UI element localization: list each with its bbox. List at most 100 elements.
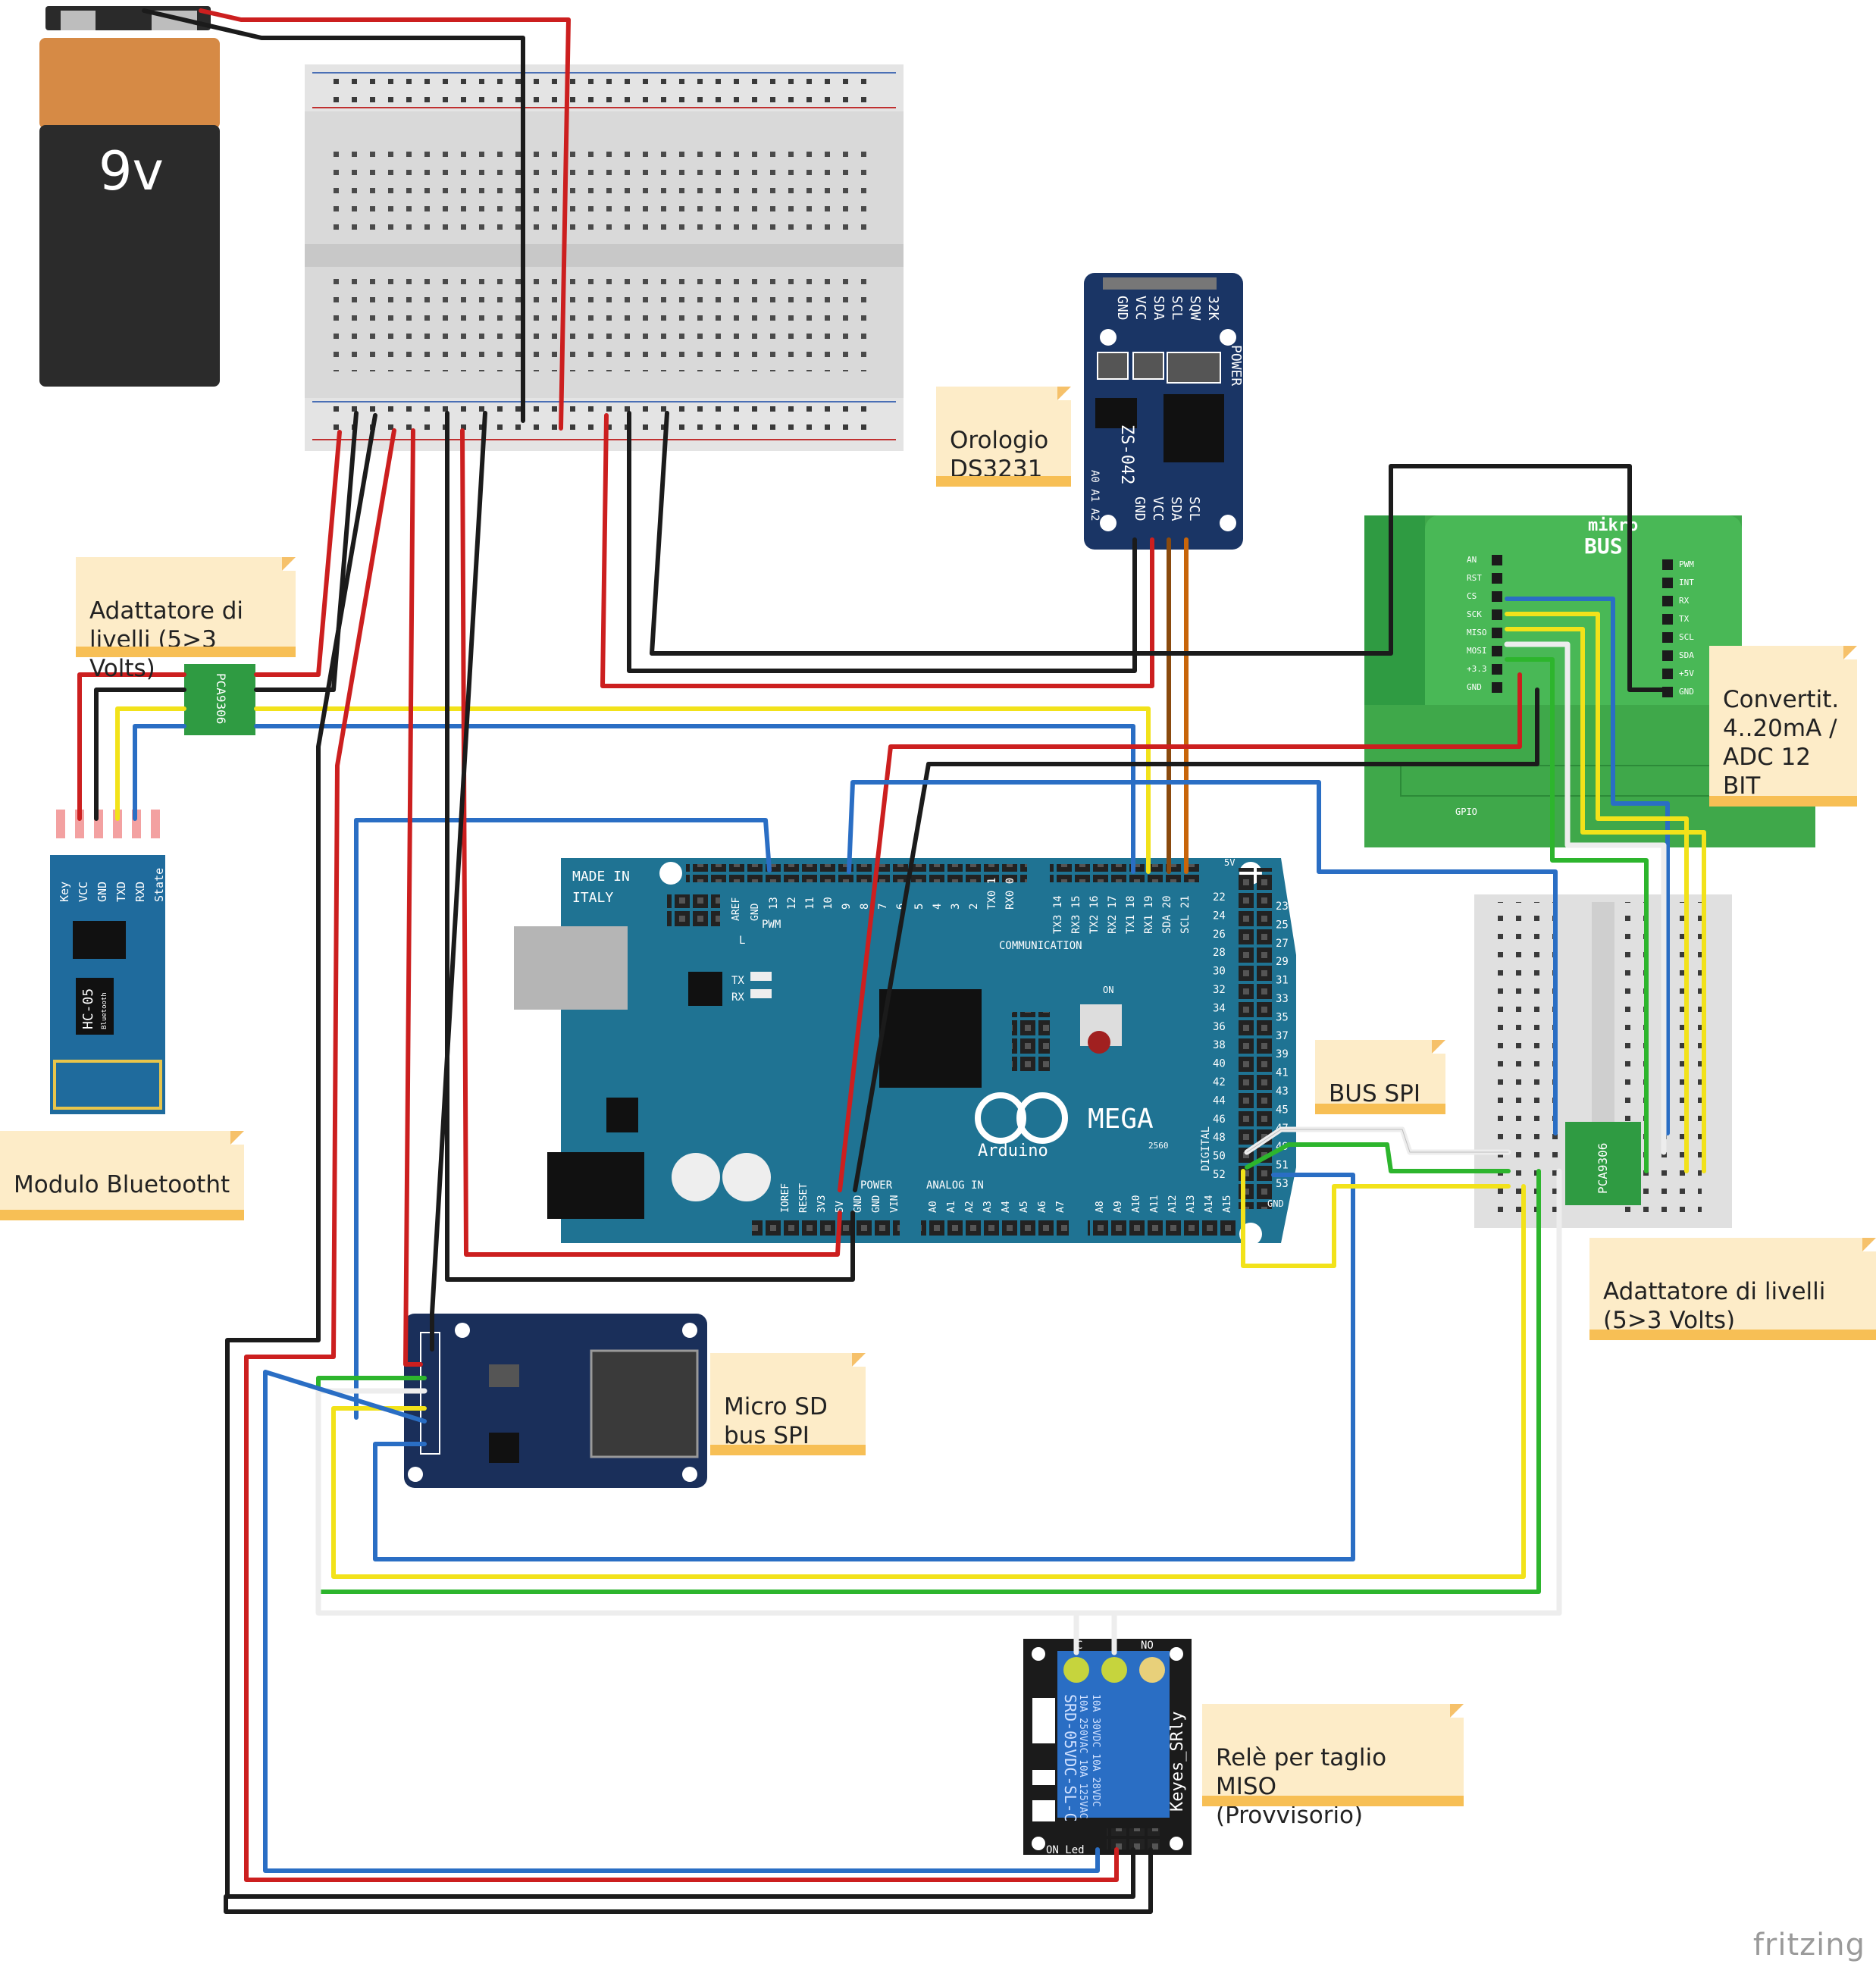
mikrobus-pin <box>1662 669 1673 679</box>
mikrobus-pin <box>1662 578 1673 588</box>
arduino-pin-label: GND <box>853 1195 864 1213</box>
rtc-pin-label: SCL <box>1186 496 1202 522</box>
note-band <box>936 476 1071 487</box>
note-bluetooth-text: Modulo Bluetootht <box>14 1171 230 1198</box>
bt-model: HC-05 <box>80 988 96 1029</box>
note-fold <box>1843 646 1857 659</box>
mikrobus-pin-label: GND <box>1679 687 1694 697</box>
breadboard-main <box>305 64 904 451</box>
arduino-pin-label: 39 <box>1276 1048 1289 1060</box>
arduino-pin-label: 3 <box>950 904 962 910</box>
battery-label: 9v <box>99 140 164 202</box>
level-shifter-1-label: PCA9306 <box>214 673 228 724</box>
mikrobus-pin-label: SCK <box>1467 609 1482 619</box>
arduino-pin-label: GND <box>871 1195 882 1213</box>
note-fold <box>1057 387 1071 400</box>
arduino-pin-label: 35 <box>1276 1011 1289 1023</box>
mikrobus-bus: BUS <box>1584 534 1623 559</box>
rtc-pin-label: 32K <box>1205 296 1221 321</box>
arduino-5v-right: 5V <box>1224 857 1235 868</box>
arduino-pin-label: A8 <box>1095 1201 1106 1213</box>
battery-9v: 9v <box>39 6 220 387</box>
mikrobus-pin-label: CS <box>1467 591 1477 601</box>
level-shifter-2-label: PCA9306 <box>1596 1143 1610 1194</box>
mikrobus-pin <box>1492 646 1502 656</box>
relay-brand: Keyes_SRly <box>1168 1712 1187 1812</box>
arduino-pin-label: 10 <box>822 897 835 910</box>
bt-pin-label: RXD <box>133 882 147 902</box>
note-level-shifter-1: Adattatore di livelli (5>3 Volts) <box>76 557 296 682</box>
rtc-pin-label: GND <box>1114 296 1130 321</box>
fritzing-watermark: fritzing <box>1752 1928 1865 1962</box>
arduino-pin-label: A2 <box>964 1201 976 1213</box>
note-level-shifter-2-text: Adattatore di livelli (5>3 Volts) <box>1603 1278 1826 1334</box>
arduino-pin-label: 11 <box>804 897 816 910</box>
arduino-comm: COMMUNICATION <box>999 940 1082 952</box>
arduino-pin-label: 5 <box>913 904 925 910</box>
arduino-pin-label: RX1 19 <box>1143 895 1155 934</box>
arduino-pin-label: 7 <box>877 904 889 910</box>
note-microsd-text: Micro SD bus SPI <box>724 1393 828 1449</box>
note-fold <box>282 557 296 571</box>
mikrobus-pin-label: MOSI <box>1467 646 1487 656</box>
arduino-italy: ITALY <box>572 890 613 906</box>
arduino-pin-label: 24 <box>1213 910 1226 922</box>
arduino-pin-label: 34 <box>1213 1002 1226 1014</box>
rtc-pin-label: SDA <box>1168 496 1184 522</box>
mikrobus-pin-label: RX <box>1679 596 1690 606</box>
note-converter-text: Convertit. 4..20mA / ADC 12 BIT <box>1723 686 1840 800</box>
mikrobus-pin-label: RST <box>1467 573 1482 583</box>
rtc-pin-label: SDA <box>1151 296 1167 321</box>
note-band <box>1202 1796 1464 1806</box>
arduino-gnd-right: GND <box>1267 1198 1284 1209</box>
arduino-pin-label: 51 <box>1276 1160 1289 1172</box>
mikrobus-pin <box>1492 682 1502 693</box>
arduino-pin-label: 42 <box>1213 1076 1226 1088</box>
mikrobus-pin-label: +3.3 <box>1467 664 1487 674</box>
arduino-pin-label: RX0 0 <box>1004 878 1016 910</box>
arduino-pin-label: IOREF <box>780 1183 791 1213</box>
arduino-rx: RX <box>731 991 744 1004</box>
arduino-pin-label: 46 <box>1213 1113 1226 1126</box>
arduino-pin-label: 6 <box>895 904 907 910</box>
arduino-pin-label: 40 <box>1213 1058 1226 1070</box>
level-shifter-2: PCA9306 <box>1565 1122 1641 1205</box>
bt-sub: Bluetooth <box>101 992 108 1029</box>
arduino-pin-label: 4 <box>932 904 944 910</box>
mikrobus-pin <box>1492 664 1502 675</box>
arduino-pin-label: 32 <box>1213 984 1226 996</box>
arduino-pin-label: A0 <box>928 1201 939 1213</box>
rtc-pin-label: SCL <box>1169 296 1185 321</box>
arduino-pin-label: 30 <box>1213 966 1226 978</box>
relay-text3: 10A 30VDC 10A 28VDC <box>1090 1694 1101 1807</box>
arduino-pin-label: 8 <box>859 904 871 910</box>
arduino-pin-label: SCL 21 <box>1179 895 1192 934</box>
note-band <box>1315 1104 1445 1114</box>
note-fold <box>1450 1704 1464 1718</box>
arduino-pin-label: A11 <box>1149 1195 1160 1213</box>
note-fold <box>1862 1238 1876 1251</box>
note-relay-text: Relè per taglio MISO (Provvisorio) <box>1216 1744 1387 1829</box>
arduino-pin-label: A4 <box>1001 1201 1012 1213</box>
note-fold <box>1432 1040 1445 1054</box>
note-bluetooth: Modulo Bluetootht <box>0 1131 244 1220</box>
arduino-pin-label: A6 <box>1037 1201 1048 1213</box>
bt-pin-label: GND <box>96 882 109 902</box>
note-spi: BUS SPI <box>1315 1040 1445 1114</box>
mikrobus-pin-label: MISO <box>1467 628 1487 637</box>
arduino-pin-label: 9 <box>841 904 853 910</box>
arduino-pin-label: 38 <box>1213 1039 1226 1051</box>
note-rtc: Orologio DS3231 <box>936 387 1071 487</box>
arduino-pin-label: 29 <box>1276 956 1289 968</box>
mikrobus-pin-label: SCL <box>1679 632 1694 642</box>
rtc-pin-label: GND <box>1132 496 1148 522</box>
arduino-pin-label: SDA 20 <box>1161 895 1173 934</box>
mikrobus-pin-label: PWM <box>1679 559 1694 569</box>
relay-text2: 10A 250VAC 10A 125VAC <box>1077 1694 1088 1818</box>
arduino-model: 2560 <box>1148 1141 1169 1151</box>
arduino-l: L <box>739 935 745 947</box>
arduino-pin-label: 2 <box>968 904 980 910</box>
bt-pin-label: State <box>152 868 166 902</box>
